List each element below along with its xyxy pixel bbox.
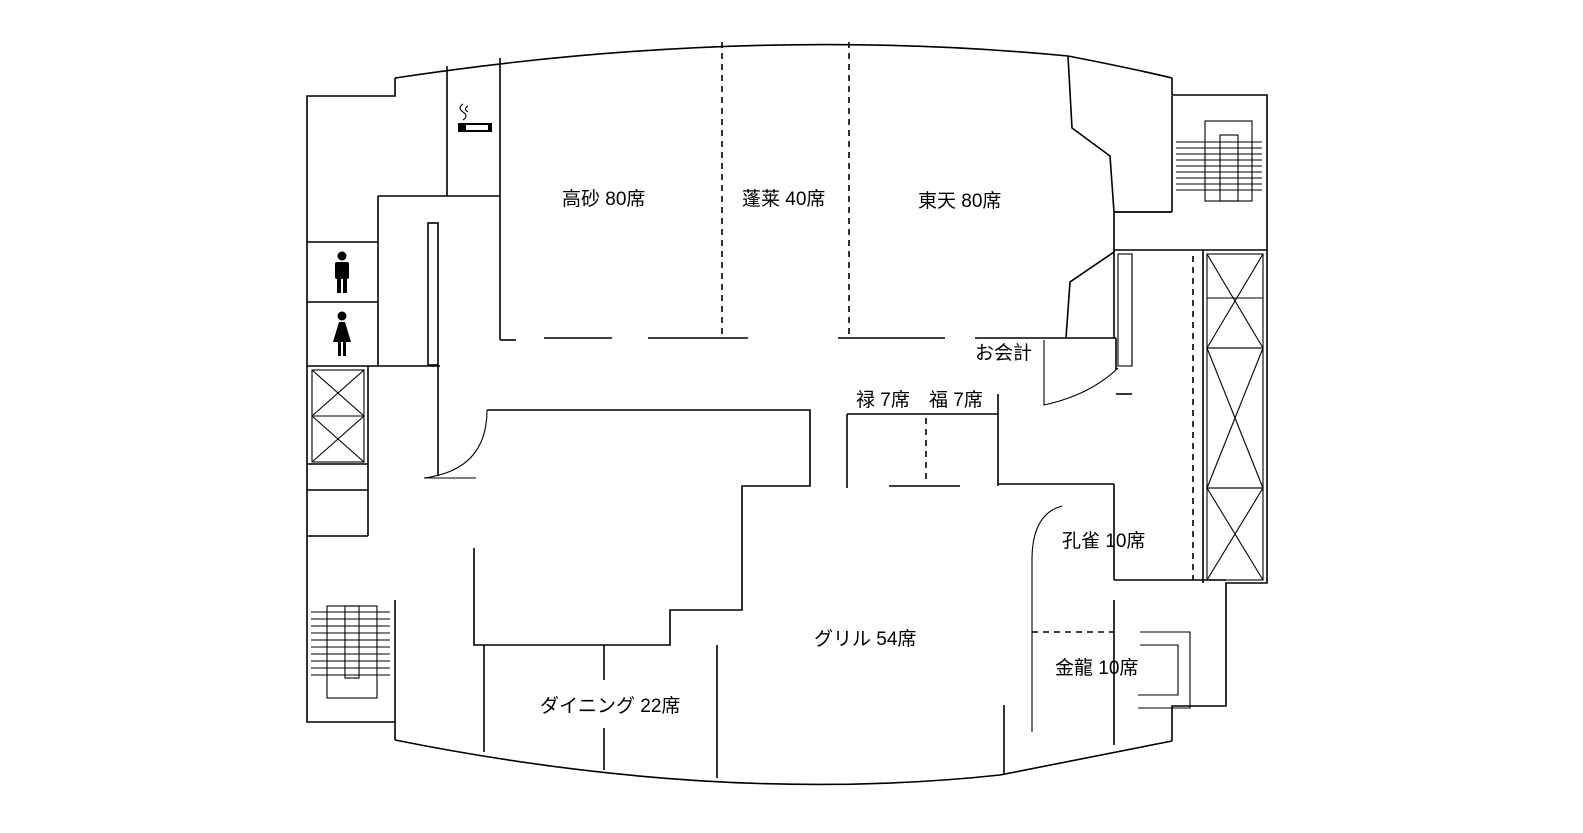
mens-restroom-icon [335,251,349,293]
room-label-kaikei: お会計 [975,342,1032,364]
room-label-horai: 蓬莱 40席 [742,188,825,210]
central-block-walls [423,409,811,646]
left-core-walls [307,66,500,536]
private-rooms-walls [846,394,1226,745]
room-label-fuku: 福 7席 [929,389,983,411]
staircase-icon [1176,120,1262,202]
outer-walls [306,43,1268,786]
staircase-icon [311,605,390,699]
elevator-icon [311,369,365,463]
right-core-walls [1043,55,1267,583]
elevator-icon [1206,253,1264,581]
room-label-toten: 東天 80席 [918,190,1001,212]
room-label-kujaku: 孔雀 10席 [1062,530,1145,552]
room-label-dining: ダイニング 22席 [540,695,680,717]
womens-restroom-icon [333,311,351,356]
room-label-kinryu: 金龍 10席 [1055,657,1138,679]
banquet-rooms-walls [499,58,1117,370]
room-label-takasago: 高砂 80席 [562,188,645,210]
room-label-roku: 禄 7席 [856,389,910,411]
smoking-area-icon [458,103,492,132]
room-label-grill: グリル 54席 [814,628,916,650]
bottom-rooms-walls [483,645,1005,778]
